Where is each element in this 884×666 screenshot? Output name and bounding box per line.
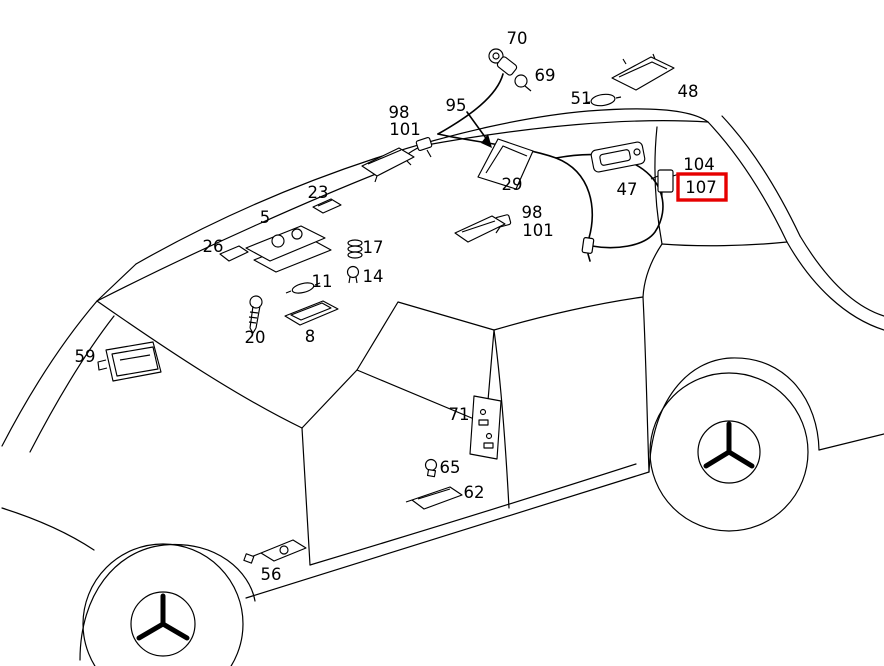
front-wheel xyxy=(82,543,244,666)
part-number-17[interactable]: 17 xyxy=(363,238,384,257)
part-29-lamp-lens xyxy=(477,138,534,190)
part-number-69[interactable]: 69 xyxy=(535,66,556,85)
c-pillar-outer-line xyxy=(721,115,801,237)
harness-connector xyxy=(581,237,595,254)
front-wheel-arch xyxy=(79,543,256,661)
harness-pillar-loop xyxy=(591,161,664,249)
part-drawings xyxy=(97,48,680,564)
beltline-front xyxy=(301,369,358,429)
door-bottom-line xyxy=(309,463,637,566)
part-number-23[interactable]: 23 xyxy=(308,183,329,202)
rear-lower-body-line xyxy=(818,433,884,451)
part-69-bulb xyxy=(514,74,532,92)
part-mounting-channel xyxy=(454,215,506,243)
cowl-to-door-line xyxy=(96,300,303,429)
rear-wheel-arch xyxy=(648,357,820,473)
arrowhead-95 xyxy=(481,134,492,148)
part-number-47[interactable]: 47 xyxy=(617,180,638,199)
roof-side-rail xyxy=(420,120,709,147)
rear-wheel-star-icon xyxy=(703,421,755,469)
fender-line xyxy=(29,315,115,453)
part-98-101-clip-upper xyxy=(415,137,433,158)
front-door-edge xyxy=(301,427,311,566)
part-number-70[interactable]: 70 xyxy=(507,29,528,48)
part-62-door-lamp xyxy=(405,486,463,510)
part-71-door-bracket xyxy=(469,395,502,460)
part-number-65[interactable]: 65 xyxy=(440,458,461,477)
part-23-switch xyxy=(312,198,342,214)
part-number-48[interactable]: 48 xyxy=(678,82,699,101)
part-number-14[interactable]: 14 xyxy=(363,267,384,286)
rear-quarter-line xyxy=(642,243,663,298)
rear-wheel xyxy=(649,372,809,532)
part-number-20[interactable]: 20 xyxy=(245,328,266,347)
part-5-overhead-console xyxy=(245,225,332,273)
part-47-interior-lamp xyxy=(590,141,646,173)
part-number-56[interactable]: 56 xyxy=(261,565,282,584)
a-pillar-line xyxy=(96,263,137,302)
part-11-festoon-bulb xyxy=(285,282,321,294)
part-number-98[interactable]: 98 xyxy=(389,103,410,122)
part-number-95[interactable]: 95 xyxy=(446,96,467,115)
parcel-shelf-line xyxy=(661,241,788,247)
part-number-71[interactable]: 71 xyxy=(449,405,470,424)
harness-upper-run xyxy=(437,73,504,135)
part-number-107[interactable]: 107 xyxy=(685,178,717,197)
part-number-101[interactable]: 101 xyxy=(522,221,554,240)
part-8-lamp-lens xyxy=(284,300,339,326)
part-number-62[interactable]: 62 xyxy=(464,483,485,502)
part-17-contact-spring xyxy=(347,239,363,259)
part-lamp-housing-left xyxy=(361,147,415,183)
rear-deck-line xyxy=(799,235,884,317)
part-70-bulb-socket xyxy=(488,48,518,76)
part-26-switch xyxy=(219,245,249,262)
front-wheel-star-icon xyxy=(136,593,190,641)
wiring-harness-95 xyxy=(437,73,664,262)
b-pillar-line xyxy=(493,329,510,509)
highlight-box-107[interactable] xyxy=(676,172,728,202)
part-number-8[interactable]: 8 xyxy=(305,327,316,346)
part-14-bulb xyxy=(346,265,360,284)
cowl-line xyxy=(96,169,387,302)
front-bumper-line xyxy=(1,507,95,551)
part-number-104[interactable]: 104 xyxy=(683,155,715,174)
part-number-101[interactable]: 101 xyxy=(389,120,421,139)
part-20-screw xyxy=(248,295,263,334)
rear-door-edge xyxy=(642,296,650,473)
part-number-26[interactable]: 26 xyxy=(203,237,224,256)
part-number-29[interactable]: 29 xyxy=(502,175,523,194)
part-104-107-mounting-bracket xyxy=(650,169,680,198)
leader-line-95 xyxy=(466,111,489,142)
harness-connector-tail xyxy=(587,253,591,262)
c-pillar-line xyxy=(707,121,788,243)
roof-line xyxy=(135,108,709,265)
hood-edge-line xyxy=(1,300,98,447)
rear-window-left-edge xyxy=(654,126,663,245)
part-48-lamp-housing xyxy=(611,53,675,91)
part-number-5[interactable]: 5 xyxy=(260,208,271,227)
part-number-98[interactable]: 98 xyxy=(522,203,543,222)
beltline-rear xyxy=(493,296,644,331)
rocker-line xyxy=(245,471,650,599)
car-outline xyxy=(1,108,884,666)
part-number-59[interactable]: 59 xyxy=(75,347,96,366)
part-59-control-module xyxy=(97,341,162,382)
part-65-bulb xyxy=(424,458,438,478)
part-56-footwell-lamp xyxy=(243,539,307,564)
trunk-line xyxy=(786,241,884,331)
part-number-11[interactable]: 11 xyxy=(312,272,333,291)
part-number-51[interactable]: 51 xyxy=(571,89,592,108)
part-51-festoon-bulb xyxy=(584,93,622,107)
